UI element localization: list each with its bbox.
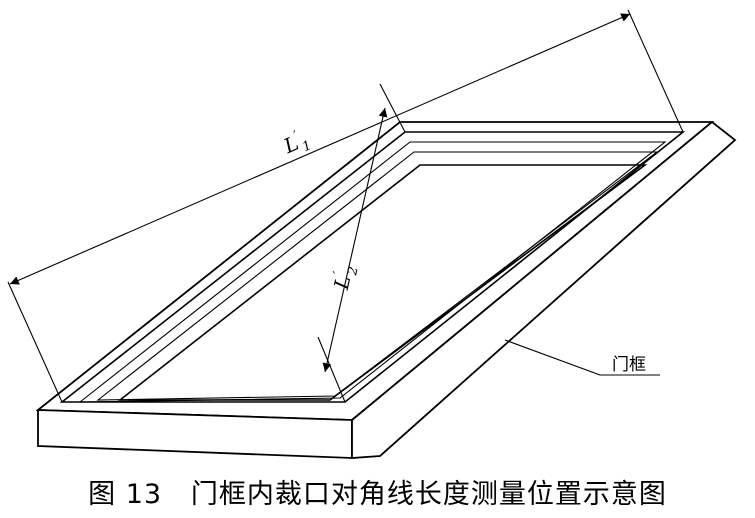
dimension-l1-extension-left: [7, 281, 63, 403]
dimension-l2-label: L′2: [328, 262, 362, 293]
dimension-l1-line: [9, 13, 631, 285]
figure-caption: 图 13 门框内裁口对角线长度测量位置示意图: [0, 472, 755, 512]
figure-number: 图 13: [88, 479, 163, 510]
frame-right-face: [351, 120, 737, 459]
dimension-l2-line: [322, 107, 388, 373]
figure-title: 门框内裁口对角线长度测量位置示意图: [190, 479, 667, 510]
dimension-l2-extension-top: [379, 83, 406, 133]
frame-callout-label: 门框: [612, 355, 646, 375]
dimension-l1-label: L′1: [279, 125, 314, 162]
dimension-l1-extension-right: [627, 9, 684, 133]
frame-callout-leader: [504, 339, 601, 376]
